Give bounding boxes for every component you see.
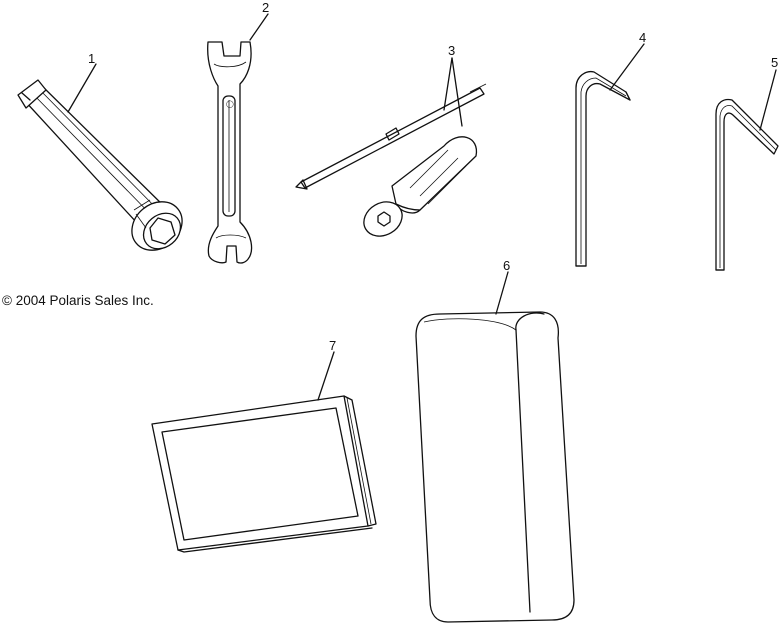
leader-line-3b (451, 57, 463, 127)
owners-manual (151, 395, 377, 553)
copyright-notice: © 2004 Polaris Sales Inc. (2, 293, 154, 308)
hex-key-large (575, 70, 631, 267)
leader-line-3a (443, 57, 453, 111)
hex-key-small (715, 98, 779, 271)
spark-plug-wrench (17, 79, 183, 251)
screwdriver (295, 83, 487, 237)
wrench-size-mark-top: ◯ (226, 100, 234, 108)
callout-7: 7 (329, 338, 336, 353)
leader-line-6 (495, 271, 509, 315)
callout-2: 2 (262, 0, 269, 15)
callout-6: 6 (503, 258, 510, 273)
callout-1: 1 (88, 51, 95, 66)
leader-line-2 (249, 13, 269, 41)
leader-line-4 (609, 43, 645, 91)
callout-3: 3 (448, 43, 455, 58)
leader-line-1 (67, 63, 97, 113)
open-end-wrench: ◯ (207, 41, 253, 264)
leader-line-7 (317, 351, 335, 401)
tool-pouch (415, 311, 575, 623)
callout-4: 4 (639, 30, 646, 45)
callout-5: 5 (771, 55, 778, 70)
leader-line-5 (759, 69, 777, 131)
